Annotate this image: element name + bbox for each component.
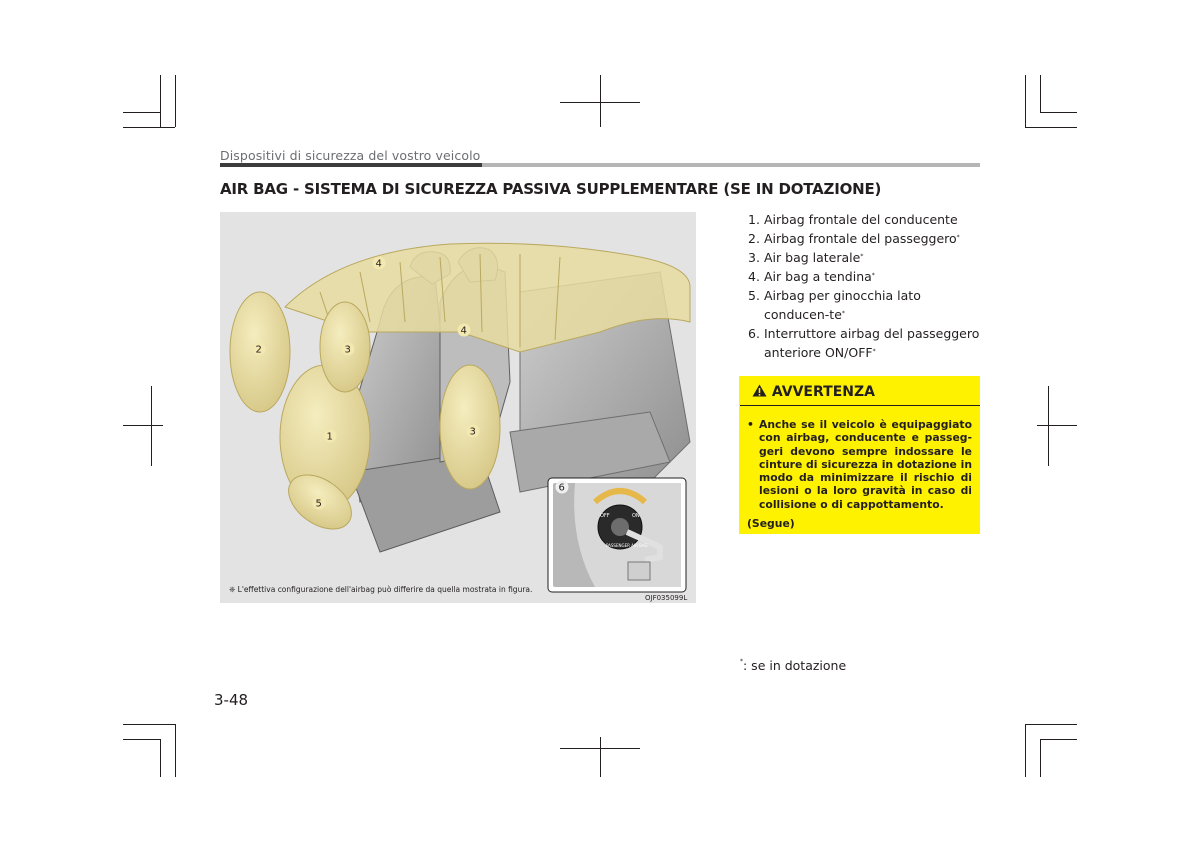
warning-body: • Anche se il veicolo è equipaggiato con… (747, 418, 973, 511)
section-divider-accent (220, 163, 482, 167)
callout-5: 5 (316, 499, 322, 510)
callout-1: 1 (327, 432, 333, 443)
callout-4b: 4 (461, 326, 467, 337)
crop-mark (175, 724, 176, 777)
list-item: 1.Airbag frontale del conducente (748, 212, 958, 227)
crop-mark (160, 739, 161, 777)
registration-mark (1048, 386, 1049, 466)
switch-label-passenger: PASSENGER AIR BAG (606, 543, 648, 548)
list-item: 4.Air bag a tendina* (748, 269, 875, 284)
crop-mark (1025, 75, 1026, 127)
warning-box (739, 376, 980, 534)
list-item: 6.Interruttore airbag del passeggero ant… (748, 326, 980, 360)
crop-mark (123, 724, 175, 725)
registration-mark (600, 737, 601, 777)
warning-continued: (Segue) (747, 517, 795, 530)
crop-mark (1040, 75, 1041, 112)
page-number: 3-48 (214, 691, 249, 709)
warning-title: AVVERTENZA (771, 384, 875, 400)
list-item: 5.Airbag per ginocchia lato conducen-te* (748, 288, 921, 322)
crop-mark (1025, 127, 1077, 128)
footnote: *: se in dotazione (740, 658, 847, 673)
registration-mark (123, 425, 163, 426)
warning-header: AVVERTENZA (752, 384, 875, 400)
callout-2: 2 (256, 345, 262, 356)
crop-mark (1040, 112, 1077, 113)
list-item: 3.Air bag laterale* (748, 250, 864, 265)
registration-mark (600, 75, 601, 127)
switch-label-off: OFF (600, 513, 610, 519)
crop-mark (1025, 724, 1077, 725)
figure-code: OJF035099L (645, 594, 688, 602)
warning-divider (740, 405, 980, 406)
callout-3b: 3 (470, 427, 476, 438)
callout-4: 4 (376, 259, 382, 270)
crop-mark (160, 75, 161, 127)
section-divider (220, 163, 980, 167)
crop-mark (123, 127, 175, 128)
crop-mark (123, 112, 160, 113)
airbag-illustration: OFF ON PASSENGER AIR BAG 1 2 3 3 4 4 5 6 (220, 212, 696, 603)
curtain-airbag (284, 242, 691, 353)
page-title: AIR BAG - SISTEMA DI SICUREZZA PASSIVA S… (220, 180, 882, 198)
crop-mark (1025, 724, 1026, 777)
crop-mark (123, 739, 160, 740)
warning-triangle-icon (752, 384, 767, 397)
crop-mark (175, 75, 176, 127)
switch-label-on: ON (632, 513, 640, 519)
crop-mark (1040, 739, 1041, 777)
crop-mark (1040, 739, 1077, 740)
registration-mark (151, 386, 152, 466)
callout-3: 3 (345, 345, 351, 356)
callout-6: 6 (559, 483, 565, 494)
list-item: 2.Airbag frontale del passeggero* (748, 231, 960, 246)
figure-note: ❈ L'effettiva configurazione dell'airbag… (229, 585, 533, 594)
section-label: Dispositivi di sicurezza del vostro veic… (220, 148, 481, 163)
registration-mark (1037, 425, 1077, 426)
airbag-list: 1.Airbag frontale del conducente 2.Airba… (748, 210, 980, 362)
